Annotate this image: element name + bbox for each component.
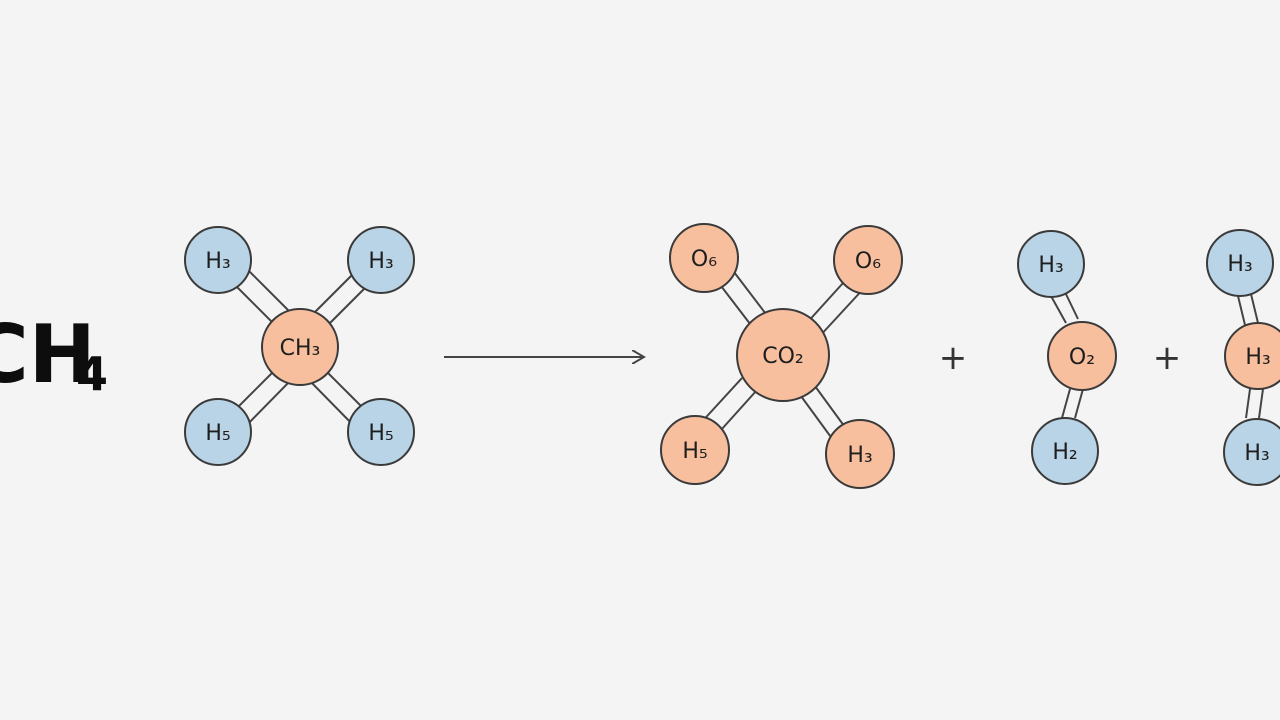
atom-hydrogen: H₃	[1223, 418, 1280, 486]
plus-sign: +	[939, 338, 968, 378]
formula-main: CH	[0, 308, 96, 401]
formula-subscript: 4	[76, 347, 108, 401]
atom-label: H₃	[368, 249, 393, 274]
atom-carbon: CO₂	[736, 308, 830, 402]
atom-label: H₅	[205, 421, 230, 446]
bond-top	[1237, 293, 1259, 326]
atom-label: H₃	[1244, 441, 1269, 466]
atom-label: H₃	[1038, 253, 1063, 278]
atom-hydrogen: H₅	[347, 398, 415, 466]
atom-label: H₃	[1245, 345, 1270, 370]
atom-hydrogen: H₅	[184, 398, 252, 466]
atom-hydrogen: H₃	[825, 419, 895, 489]
bonds	[1237, 293, 1264, 419]
atom-hydrogen: H₃	[347, 226, 415, 294]
atom-label: H₃	[847, 443, 872, 468]
atom-hydrogen: H₃	[1206, 229, 1274, 297]
atom-label: CH₃	[280, 336, 321, 361]
atom-oxygen: O₆	[833, 225, 903, 295]
bond-bottom	[1061, 388, 1084, 419]
atom-center: H₃	[1224, 322, 1280, 390]
atom-hydrogen: H₂	[1031, 417, 1099, 485]
atom-label: O₆	[855, 249, 881, 274]
atom-label: H₃	[205, 249, 230, 274]
atom-label: O₂	[1069, 345, 1095, 370]
atom-label: CO₂	[762, 344, 804, 369]
product-molecule: H₃ O₂ H₂	[1017, 230, 1117, 485]
bond-top	[1050, 289, 1079, 324]
product-molecule: H₃ H₃ H₃	[1206, 229, 1280, 486]
reactant-molecule: H₃ H₃ H₅ H₅ CH₃	[184, 226, 415, 466]
atom-label: H₅	[682, 439, 707, 464]
atom-label: O₆	[691, 247, 717, 272]
atom-label: H₃	[1227, 252, 1252, 277]
product-molecule: O₆ O₆ H₅ H₃ CO₂	[660, 223, 903, 489]
atom-hydrogen: H₅	[660, 415, 730, 485]
plus-sign: +	[1153, 338, 1182, 378]
atom-label: H₅	[368, 421, 393, 446]
atom-oxygen: O₆	[669, 223, 739, 293]
atom-carbon: CH₃	[261, 308, 339, 386]
atom-hydrogen: H₃	[1017, 230, 1085, 298]
bonds	[1050, 289, 1084, 419]
atom-hydrogen: H₃	[184, 226, 252, 294]
formula-ch4: CH 4	[0, 308, 108, 401]
atom-oxygen: O₂	[1047, 321, 1117, 391]
atom-label: H₂	[1052, 440, 1077, 465]
bond-bottom	[1245, 388, 1264, 419]
